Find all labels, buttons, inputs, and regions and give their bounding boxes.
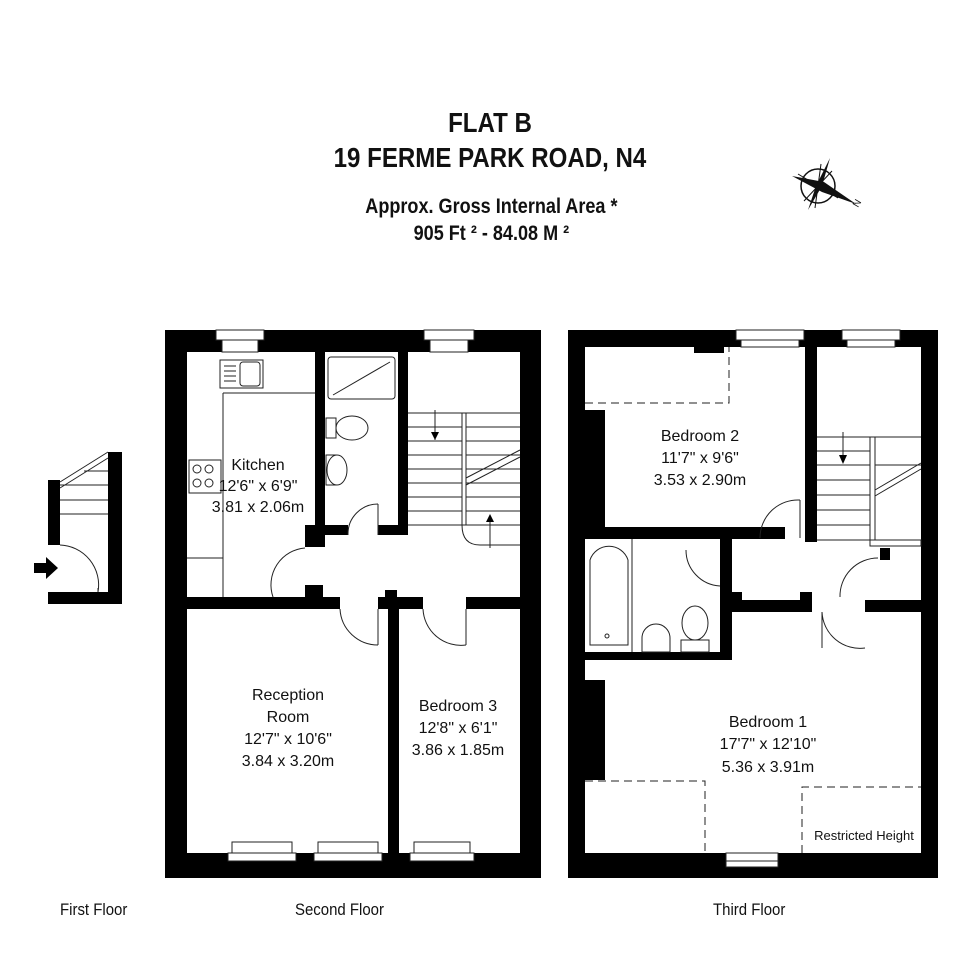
- area-label: Approx. Gross Internal Area *: [365, 195, 618, 218]
- property-title-line2: 19 FERME PARK ROAD, N4: [333, 142, 647, 173]
- bedroom3-imperial: 12'8" x 6'1": [419, 720, 498, 737]
- bedroom1-metric: 5.36 x 3.91m: [722, 759, 815, 776]
- floor-label-first: First Floor: [60, 900, 128, 919]
- bedroom1-imperial: 17'7" x 12'10": [720, 736, 817, 753]
- restricted-height-note: Restricted Height: [814, 828, 914, 843]
- bedroom3-metric: 3.86 x 1.85m: [412, 742, 505, 759]
- bedroom1-label: Bedroom 1: [729, 714, 807, 731]
- second-floor-plan: [165, 329, 541, 878]
- compass-rose-icon: N: [792, 158, 864, 210]
- entrance-arrow-icon: [34, 557, 58, 579]
- north-label: N: [851, 198, 864, 210]
- floor-label-second: Second Floor: [295, 900, 384, 919]
- reception-label-2: Room: [267, 709, 310, 726]
- kitchen-label: Kitchen: [231, 457, 284, 474]
- first-floor-plan: [34, 451, 122, 604]
- reception-metric: 3.84 x 3.20m: [242, 753, 335, 770]
- bedroom3-label: Bedroom 3: [419, 698, 497, 715]
- area-value: 905 Ft ² - 84.08 M ²: [413, 222, 570, 245]
- reception-imperial: 12'7" x 10'6": [244, 731, 332, 748]
- bedroom2-metric: 3.53 x 2.90m: [654, 472, 747, 489]
- kitchen-metric: 3.81 x 2.06m: [212, 499, 305, 516]
- bedroom2-label: Bedroom 2: [661, 428, 739, 445]
- kitchen-imperial: 12'6" x 6'9": [219, 478, 298, 495]
- reception-label: Reception: [252, 687, 324, 704]
- property-title-line1: FLAT B: [448, 107, 532, 138]
- third-floor-plan: [568, 329, 938, 878]
- bedroom2-imperial: 11'7" x 9'6": [661, 450, 739, 467]
- floor-label-third: Third Floor: [713, 900, 786, 919]
